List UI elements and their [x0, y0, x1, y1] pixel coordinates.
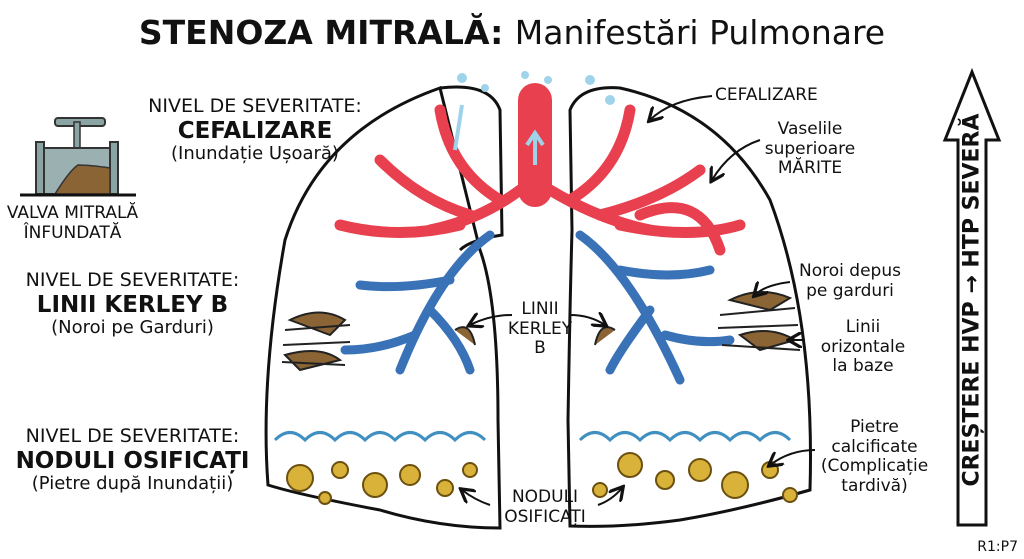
level-name: CEFALIZARE [177, 117, 333, 144]
line: Pietre [850, 417, 899, 437]
line: (Complicație [820, 456, 929, 477]
level-kerley: NIVEL DE SEVERITATE: LINII KERLEY B (Nor… [0, 269, 265, 339]
kerley-b-lines [281, 290, 801, 372]
line: Noroi depus [799, 261, 901, 281]
level-note: (Noroi pe Garduri) [51, 317, 214, 339]
line: superioare [764, 138, 856, 159]
line: tardivă) [841, 475, 908, 496]
figure-code: R1:P7 [977, 539, 1018, 555]
line: LINII [521, 299, 559, 319]
page-title: STENOZA MITRALĂ: Manifestări Pulmonare [0, 14, 1024, 52]
level-note: (Inundație Ușoară) [171, 143, 339, 165]
valve-label-line1: VALVA MITRALĂ [6, 203, 139, 223]
line: OSIFICAȚI [504, 506, 586, 527]
water-waves [273, 431, 792, 443]
level-cefalizare: NIVEL DE SEVERITATE: CEFALIZARE (Inundaț… [130, 95, 380, 165]
valve-label-line2: ÎNFUNDATĂ [23, 222, 122, 243]
level-noduli: NIVEL DE SEVERITATE: NODULI OSIFICAȚI (P… [0, 425, 265, 495]
title-main: STENOZA MITRALĂ: [138, 13, 504, 52]
level-prefix: NIVEL DE SEVERITATE: [25, 269, 240, 291]
line: calcificate [831, 436, 918, 457]
annotation-cefalizare: CEFALIZARE [715, 85, 818, 105]
annotation-arrows [462, 95, 816, 506]
right-lung-outline [566, 86, 812, 528]
line: Vaselile [777, 119, 843, 139]
level-name: NODULI OSIFICAȚI [15, 447, 250, 474]
water-drops-icon [457, 71, 615, 105]
clogged-valve-icon [20, 117, 136, 197]
flow-arrow-icon [453, 104, 464, 151]
line: NODULI [511, 487, 579, 507]
title-sub: Manifestări Pulmonare [514, 13, 886, 52]
level-prefix: NIVEL DE SEVERITATE: [148, 95, 362, 117]
calcified-nodules [286, 452, 798, 505]
line: MĂRITE [777, 158, 843, 179]
level-name: LINII KERLEY B [36, 291, 229, 318]
flow-arrow-icon [525, 129, 545, 165]
left-lung-outline [264, 85, 504, 530]
line: la baze [832, 356, 894, 377]
level-note: (Pietre după Inundații) [31, 473, 234, 495]
pulmonary-arteries [334, 83, 746, 256]
severity-arrow-label: CREȘTERE HVP → HTP SEVERĂ [959, 113, 985, 487]
line: KERLEY B [507, 318, 573, 359]
line: pe garduri [806, 280, 894, 301]
line: orizontale [820, 336, 906, 357]
pulmonary-veins [340, 230, 735, 385]
level-prefix: NIVEL DE SEVERITATE: [25, 425, 240, 447]
line: Linii [845, 317, 881, 337]
severity-arrow-icon [942, 67, 1002, 527]
